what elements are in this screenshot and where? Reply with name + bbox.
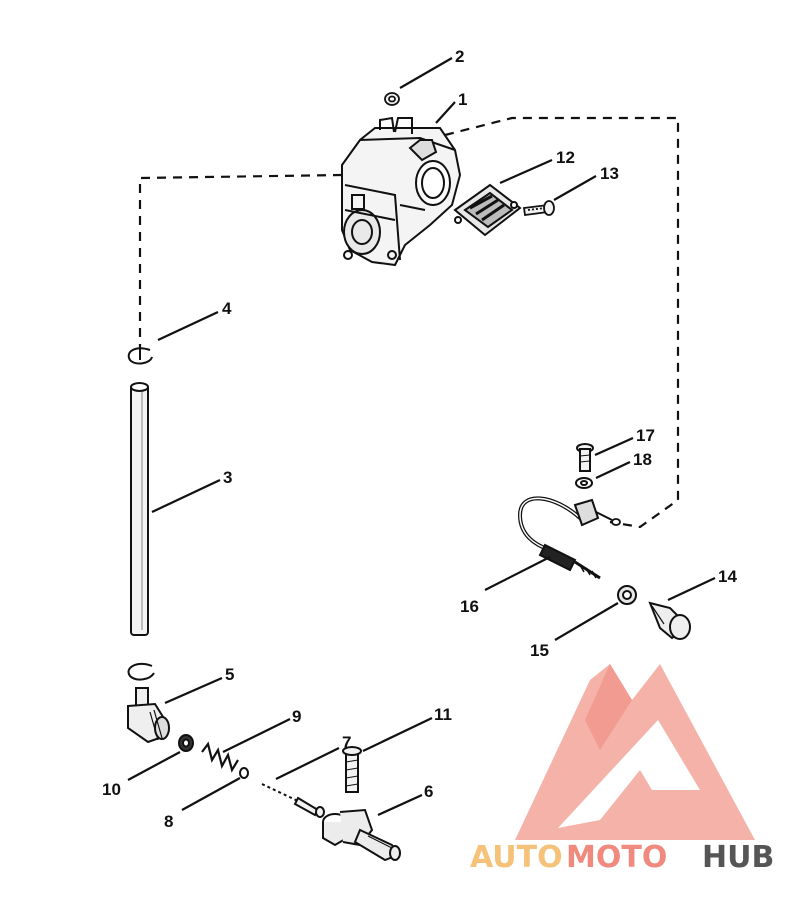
callout-18: 18 (633, 450, 652, 469)
bolt-part-17 (576, 443, 594, 472)
callout-8: 8 (164, 812, 173, 831)
choke-cable-part-16 (517, 496, 621, 580)
watermark-logo (515, 664, 755, 840)
callout-labels: 2 1 12 13 4 3 5 9 11 7 10 8 6 17 18 16 1… (102, 47, 737, 831)
callout-4: 4 (222, 299, 232, 318)
washer-part-10 (178, 734, 194, 752)
watermark-text-auto: AUTO (470, 840, 563, 875)
bolt-part-7 (342, 746, 362, 793)
callout-7: 7 (342, 733, 351, 752)
callout-11: 11 (434, 705, 452, 724)
needle-part-7 (261, 783, 325, 818)
watermark-triangle-inner (558, 720, 700, 828)
callout-14: 14 (718, 567, 737, 586)
clip-lower (127, 662, 155, 681)
callout-12: 12 (556, 148, 575, 167)
callout-1: 1 (458, 90, 467, 109)
knob-part-14 (648, 601, 691, 640)
spring-part-9 (201, 741, 239, 773)
clip-part-4 (127, 347, 153, 365)
callout-3: 3 (223, 468, 232, 487)
screw-part-13 (522, 200, 555, 217)
callout-10: 10 (102, 780, 121, 799)
watermark-text-moto: MOTO (566, 840, 667, 875)
callout-15: 15 (530, 641, 549, 660)
valve-body-part-6 (322, 808, 401, 862)
watermark-text-hub: HUB (702, 840, 774, 875)
callout-17: 17 (636, 426, 655, 445)
washer-part-18 (575, 477, 593, 489)
callout-16: 16 (460, 597, 479, 616)
carburetor-body (341, 116, 462, 267)
nut-part-2 (384, 92, 400, 106)
callout-13: 13 (600, 164, 619, 183)
elbow-fitting-part-5 (127, 687, 170, 744)
dashed-connector-lines (138, 116, 680, 529)
callout-9: 9 (292, 707, 301, 726)
leader-lines (127, 57, 716, 817)
connector-left (138, 173, 343, 350)
callout-2: 2 (455, 47, 464, 66)
callout-6: 6 (424, 782, 433, 801)
watermark-text: AUTO MOTO HUB (470, 840, 774, 875)
callout-5: 5 (225, 665, 234, 684)
cover-plate-part-12 (453, 183, 522, 237)
oring-part-8 (239, 767, 249, 779)
nut-part-15 (617, 585, 637, 605)
rod-part-3 (130, 382, 149, 636)
